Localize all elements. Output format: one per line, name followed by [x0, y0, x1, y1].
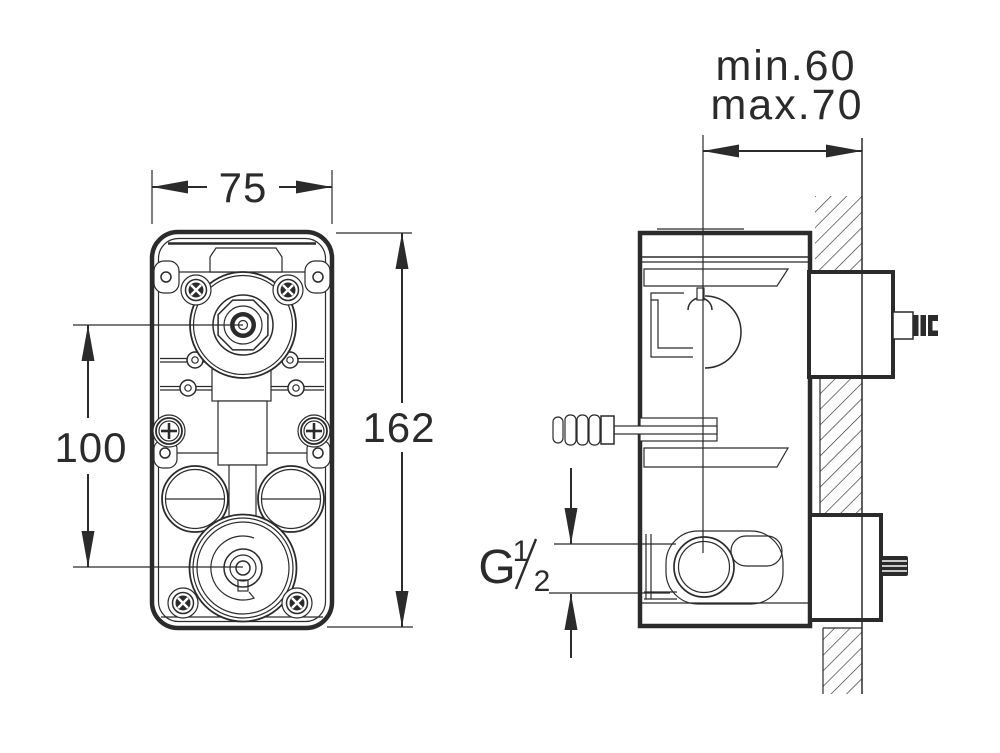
dimension-depth: min.60 max.70: [703, 42, 863, 158]
dim-depth-max-label: max.70: [710, 81, 863, 129]
dim-width-label: 75: [219, 164, 268, 211]
upper-test-connector: [892, 311, 938, 340]
fixing-ears: [153, 260, 331, 469]
mounting-screws: [152, 414, 331, 448]
dimension-thread: G 1 2: [478, 468, 676, 658]
upper-protection-box: [807, 270, 895, 379]
thread-denominator: 2: [534, 565, 551, 598]
dim-depth-min-label: min.60: [715, 42, 856, 90]
cartridge-nut: [217, 299, 269, 351]
wall-hatch: [815, 196, 862, 694]
rib-bosses: [179, 351, 305, 397]
cartridge-dome-arc: [704, 295, 742, 369]
side-view: min.60 max.70 G 1 2: [478, 42, 938, 694]
bottom-flange-screws: [167, 587, 313, 619]
screw-collar: [600, 415, 615, 445]
top-flange-screws: [180, 274, 304, 306]
anchor-plug-tip: [552, 416, 564, 444]
fraction-slash: [514, 538, 538, 590]
outlet-port-section: [673, 536, 735, 598]
wall-anchor-screw: [552, 414, 718, 446]
thread-numerator: 1: [513, 535, 530, 568]
lower-rib-bar: [643, 447, 790, 468]
dim-height-label: 162: [362, 404, 435, 451]
dimension-width: 75: [151, 164, 333, 224]
diverter-cam-groove: [210, 535, 256, 601]
lower-bracket: [644, 534, 677, 600]
dimension-port-spacing: 100: [54, 325, 127, 567]
diverter-valve-front: [188, 513, 298, 623]
dimension-height: 162: [327, 232, 435, 628]
upper-bracket: [650, 292, 693, 358]
lower-knurled-stem: [881, 556, 908, 576]
dim-port-spacing-label: 100: [54, 424, 127, 471]
plate-top-tab: [209, 247, 283, 273]
front-view: 75 162 100: [54, 164, 435, 631]
screw-shaft: [613, 425, 718, 435]
lower-protection-box: [808, 513, 883, 622]
upper-rib-bar: [643, 268, 790, 287]
thread-size-label: G: [478, 541, 515, 594]
inlet-ports: [161, 465, 325, 533]
